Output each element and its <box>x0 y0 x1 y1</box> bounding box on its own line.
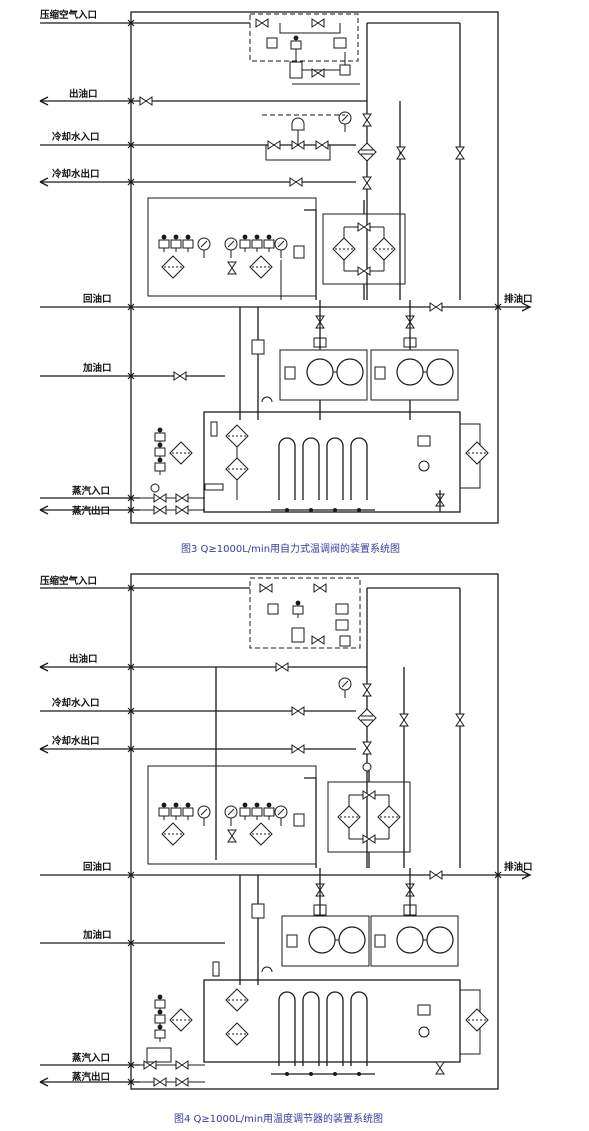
label-oil-fill: 加油口 <box>82 362 112 374</box>
label-cooling-water-outlet: 冷却水出口 <box>52 168 100 180</box>
label-oil-return: 回油口 <box>83 293 112 305</box>
label-cooling-water-outlet: 冷却水出口 <box>52 735 100 747</box>
caption-figure-3: 图3 Q≥1000L/min用自力式温调阀的装置系统图 <box>181 542 400 555</box>
label-drain: 排油口 <box>504 293 533 305</box>
figure-4: 压缩空气入口 出油口 冷却水入口 冷却水出口 回油口 排油口 加油口 蒸汽入口 … <box>39 573 533 1125</box>
pump-motor-2 <box>396 358 454 386</box>
label-oil-fill: 加油口 <box>82 929 112 941</box>
label-oil-outlet: 出油口 <box>69 88 98 100</box>
frame <box>130 573 499 1090</box>
label-steam-inlet: 蒸汽入口 <box>72 485 110 497</box>
pump-box-1 <box>279 349 368 401</box>
label-cooling-water-inlet: 冷却水入口 <box>52 697 100 709</box>
label-steam-outlet: 蒸汽出口 <box>72 505 110 517</box>
switch-group-right <box>224 234 275 279</box>
air-regulator-box <box>249 13 359 62</box>
label-drain: 排油口 <box>504 861 533 873</box>
pump-box-2 <box>370 349 459 401</box>
pump-motor-1 <box>306 358 364 386</box>
label-oil-return: 回油口 <box>83 861 112 873</box>
label-air-inlet: 压缩空气入口 <box>40 575 97 587</box>
label-oil-outlet: 出油口 <box>69 653 98 665</box>
label-cooling-water-inlet: 冷却水入口 <box>52 131 100 143</box>
label-steam-inlet: 蒸汽入口 <box>72 1052 110 1064</box>
label-air-inlet: 压缩空气入口 <box>40 9 97 21</box>
steam-coils <box>271 437 375 512</box>
frame <box>130 11 499 524</box>
caption-figure-4: 图4 Q≥1000L/min用温度调节器的装置系统图 <box>174 1112 383 1125</box>
switch-group-left <box>158 234 211 279</box>
figure-3: 压缩空气入口 出油口 冷却水入口 冷却水出口 回油口 排油口 加油口 蒸汽入口 … <box>39 9 533 555</box>
label-steam-outlet: 蒸汽出口 <box>72 1071 110 1083</box>
